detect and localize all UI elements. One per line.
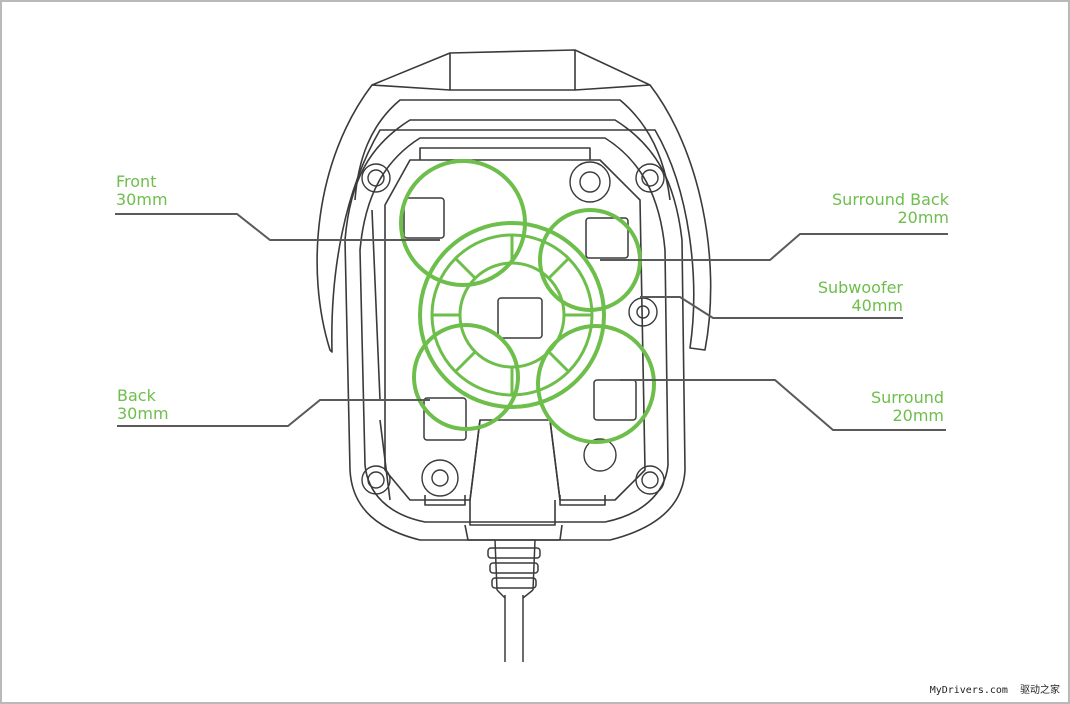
label-surround-name: Surround	[870, 388, 944, 407]
label-back-name: Back	[117, 386, 156, 405]
surround-back-leader	[600, 233, 948, 261]
label-subwoofer-name: Subwoofer	[817, 278, 903, 297]
driver-squares	[403, 197, 637, 441]
front-leader	[115, 213, 440, 241]
label-back: Back 30mm	[117, 387, 169, 423]
cable	[487, 539, 541, 662]
site-credit: MyDrivers.com 驱动之家	[930, 681, 1060, 696]
leader-lines	[115, 213, 948, 431]
credit-site: MyDrivers.com	[929, 685, 1008, 696]
subwoofer-leader	[640, 296, 903, 319]
label-front-name: Front	[116, 172, 157, 191]
label-surround: Surround 20mm	[871, 389, 944, 425]
earcup-shell	[316, 49, 712, 541]
label-subwoofer-size: 40mm	[851, 296, 903, 315]
screw-bosses	[361, 161, 665, 497]
label-subwoofer: Subwoofer 40mm	[818, 279, 903, 315]
back-driver-ring	[412, 323, 520, 431]
subwoofer-driver-ring	[418, 221, 606, 409]
surround-leader	[620, 379, 946, 431]
label-back-size: 30mm	[117, 404, 169, 423]
credit-cn: 驱动之家	[1020, 685, 1060, 696]
label-front-size: 30mm	[116, 190, 168, 209]
back-leader	[117, 399, 430, 427]
label-surround-size: 20mm	[892, 406, 944, 425]
subwoofer-spokes	[430, 233, 594, 397]
driver-rings	[399, 159, 656, 444]
label-front: Front 30mm	[116, 173, 168, 209]
surround-driver-ring	[536, 324, 656, 444]
label-surround-back: Surround Back 20mm	[832, 191, 949, 227]
label-surround-back-name: Surround Back	[832, 190, 949, 209]
label-surround-back-size: 20mm	[897, 208, 949, 227]
